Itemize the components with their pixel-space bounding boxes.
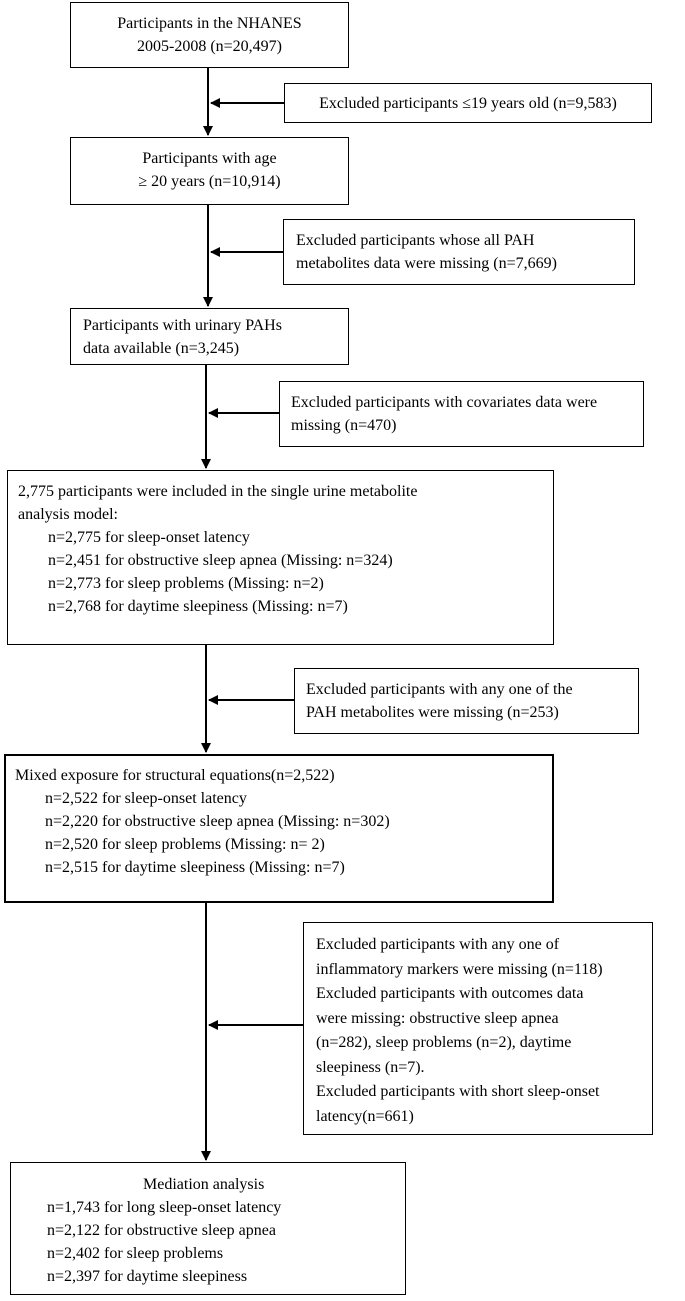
box-excluded-any-metabolite: Excluded participants with any one of th… [294, 668, 639, 734]
excl-any-line-2: PAH metabolites were missing (n=253) [306, 704, 559, 721]
mixed-intro-line: Mixed exposure for structural equations(… [15, 767, 335, 784]
single-item: n=2,768 for daytime sleepiness (Missing:… [48, 598, 348, 615]
excl-pah-line-2: metabolites data were missing (n=7,669) [296, 255, 557, 272]
single-intro-line-1: 2,775 participants were included in the … [18, 483, 418, 500]
mixed-item: n=2,522 for sleep-onset latency [45, 790, 247, 807]
mediation-item: n=2,397 for daytime sleepiness [47, 1268, 248, 1285]
box-urinary-pahs: Participants with urinary PAHs data avai… [70, 308, 349, 365]
single-item: n=2,773 for sleep problems (Missing: n=2… [48, 575, 324, 592]
single-item: n=2,775 for sleep-onset latency [48, 529, 250, 546]
box-nhanes: Participants in the NHANES 2005-2008 (n=… [70, 2, 349, 68]
box-excluded-covariates: Excluded participants with covariates da… [279, 381, 644, 447]
excl-multi-line: Excluded participants with short sleep-o… [316, 1083, 600, 1100]
excl-multi-line: Excluded participants with any one of [316, 936, 560, 953]
excl-cov-line-2: missing (n=470) [291, 417, 397, 434]
mediation-item: n=2,402 for sleep problems [47, 1245, 224, 1262]
excl-multi-line: inflammatory markers were missing (n=118… [316, 960, 603, 978]
urinary-line-2: data available (n=3,245) [83, 340, 240, 357]
box-mediation-analysis: Mediation analysis n=1,743 for long slee… [10, 1162, 406, 1295]
mediation-title: Mediation analysis [143, 1176, 265, 1193]
excl-multi-line: were missing: obstructive sleep apnea [316, 1009, 559, 1027]
mediation-item: n=2,122 for obstructive sleep apnea [47, 1222, 276, 1239]
excl-any-line-1: Excluded participants with any one of th… [306, 681, 573, 698]
excl-multi-line: Excluded participants with outcomes data [316, 985, 584, 1002]
box-excluded-inflammatory-outcomes: Excluded participants with any one of in… [303, 922, 653, 1135]
urinary-line-1: Participants with urinary PAHs [83, 317, 282, 334]
excl-cov-line-1: Excluded participants with covariates da… [291, 394, 598, 411]
box-excluded-age: Excluded participants ≤19 years old (n=9… [284, 83, 652, 123]
mixed-item: n=2,220 for obstructive sleep apnea (Mis… [45, 813, 390, 830]
mediation-item: n=1,743 for long sleep-onset latency [47, 1199, 282, 1216]
age20-line-1: Participants with age [142, 150, 277, 167]
age20-line-2: ≥ 20 years (n=10,914) [138, 173, 281, 190]
box-single-metabolite-model: 2,775 participants were included in the … [7, 470, 554, 645]
excl-age-line-1: Excluded participants ≤19 years old (n=9… [319, 95, 617, 112]
excl-multi-line: sleepiness (n=7). [316, 1058, 425, 1076]
box-excluded-pah: Excluded participants whose all PAH meta… [283, 219, 635, 285]
excl-multi-line: latency(n=661) [316, 1107, 414, 1125]
nhanes-line-2: 2005-2008 (n=20,497) [136, 38, 282, 55]
nhanes-line-1: Participants in the NHANES [117, 15, 302, 32]
single-intro-line-2: analysis model: [18, 506, 118, 523]
single-item: n=2,451 for obstructive sleep apnea (Mis… [48, 552, 393, 569]
box-age20: Participants with age ≥ 20 years (n=10,9… [70, 137, 349, 205]
mixed-item: n=2,515 for daytime sleepiness (Missing:… [45, 859, 345, 876]
box-mixed-exposure: Mixed exposure for structural equations(… [4, 754, 554, 903]
mixed-item: n=2,520 for sleep problems (Missing: n= … [45, 836, 325, 853]
excl-multi-line: (n=282), sleep problems (n=2), daytime [316, 1034, 572, 1051]
excl-pah-line-1: Excluded participants whose all PAH [296, 232, 535, 249]
